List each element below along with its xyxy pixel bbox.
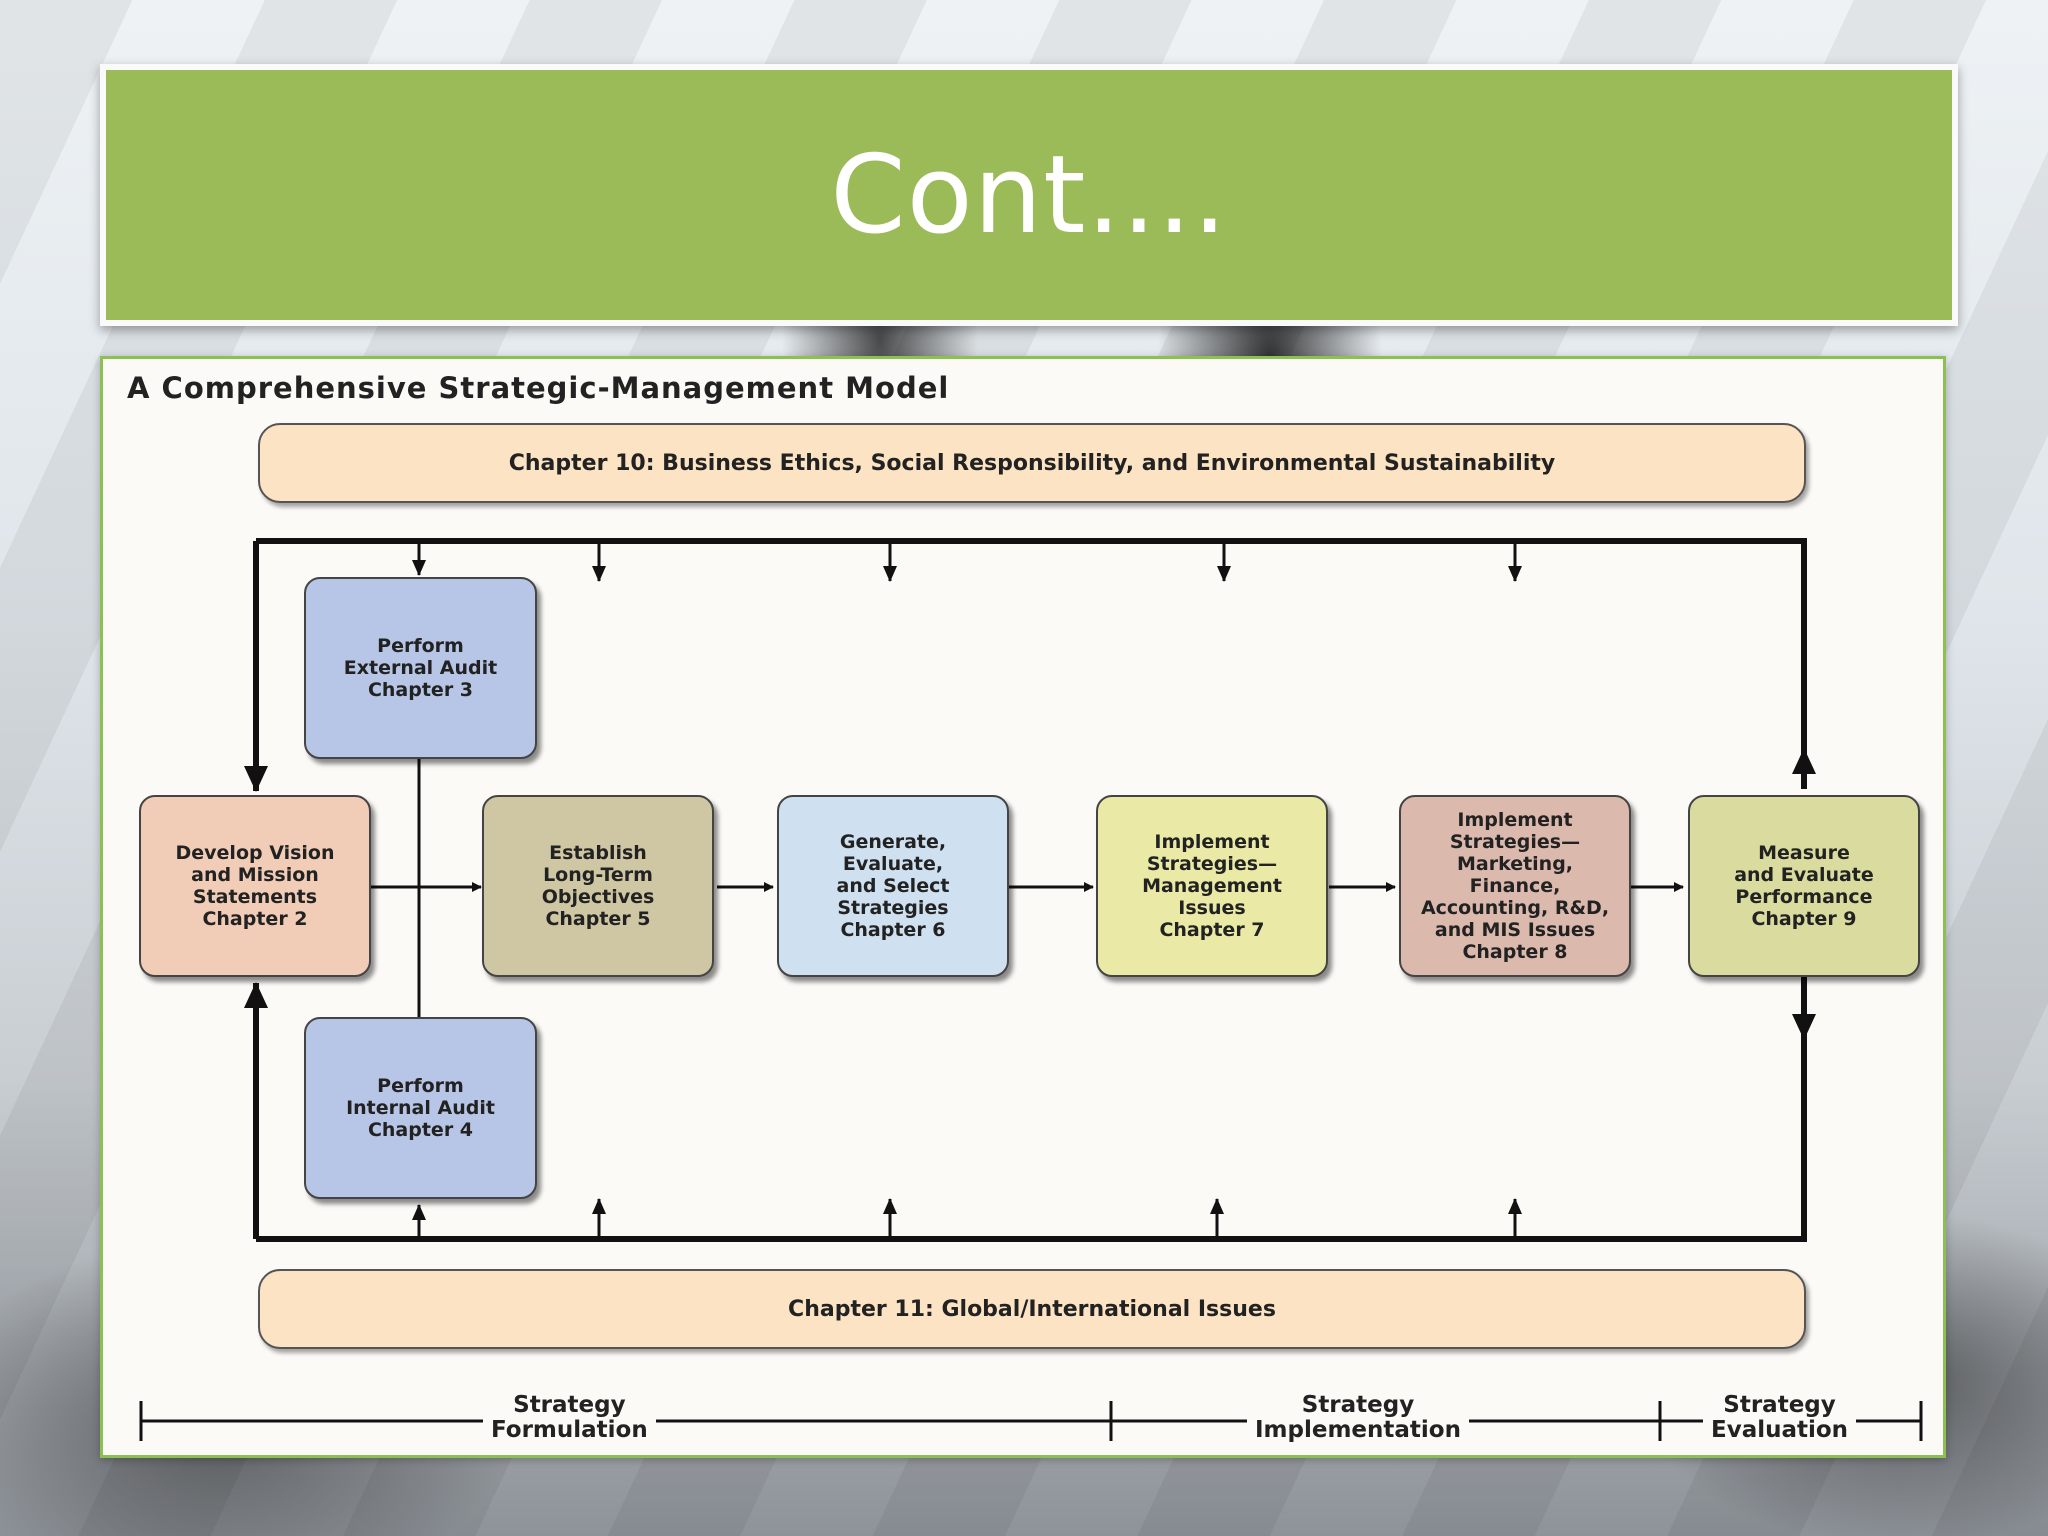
vision-mission-box: Develop Vision and Mission Statements Ch… (139, 795, 371, 977)
phase-formulation-label: Strategy Formulation (483, 1393, 656, 1443)
phase-implementation-label: Strategy Implementation (1247, 1393, 1469, 1443)
chapter-10-band: Chapter 10: Business Ethics, Social Resp… (258, 423, 1806, 503)
slide-title: Cont.... (830, 132, 1228, 258)
bottom-feedback-line (256, 1009, 1807, 1242)
implement-marketing-box: Implement Strategies— Marketing, Finance… (1399, 795, 1631, 977)
long-term-objectives-box: Establish Long-Term Objectives Chapter 5 (482, 795, 714, 977)
generate-strategies-box: Generate, Evaluate, and Select Strategie… (777, 795, 1009, 977)
internal-audit-box: Perform Internal Audit Chapter 4 (304, 1017, 537, 1199)
measure-performance-box: Measure and Evaluate Performance Chapter… (1688, 795, 1920, 977)
chapter-11-band: Chapter 11: Global/International Issues (258, 1269, 1806, 1349)
model-title: A Comprehensive Strategic-Management Mod… (127, 371, 950, 405)
flow-lines (139, 538, 1923, 1441)
phase-evaluation-label: Strategy Evaluation (1703, 1393, 1857, 1443)
top-feedback-line (256, 538, 1807, 789)
title-banner: Cont.... (100, 64, 1958, 326)
strategic-model-figure: A Comprehensive Strategic-Management Mod… (100, 356, 1946, 1458)
implement-management-box: Implement Strategies— Management Issues … (1096, 795, 1328, 977)
external-audit-box: Perform External Audit Chapter 3 (304, 577, 537, 759)
